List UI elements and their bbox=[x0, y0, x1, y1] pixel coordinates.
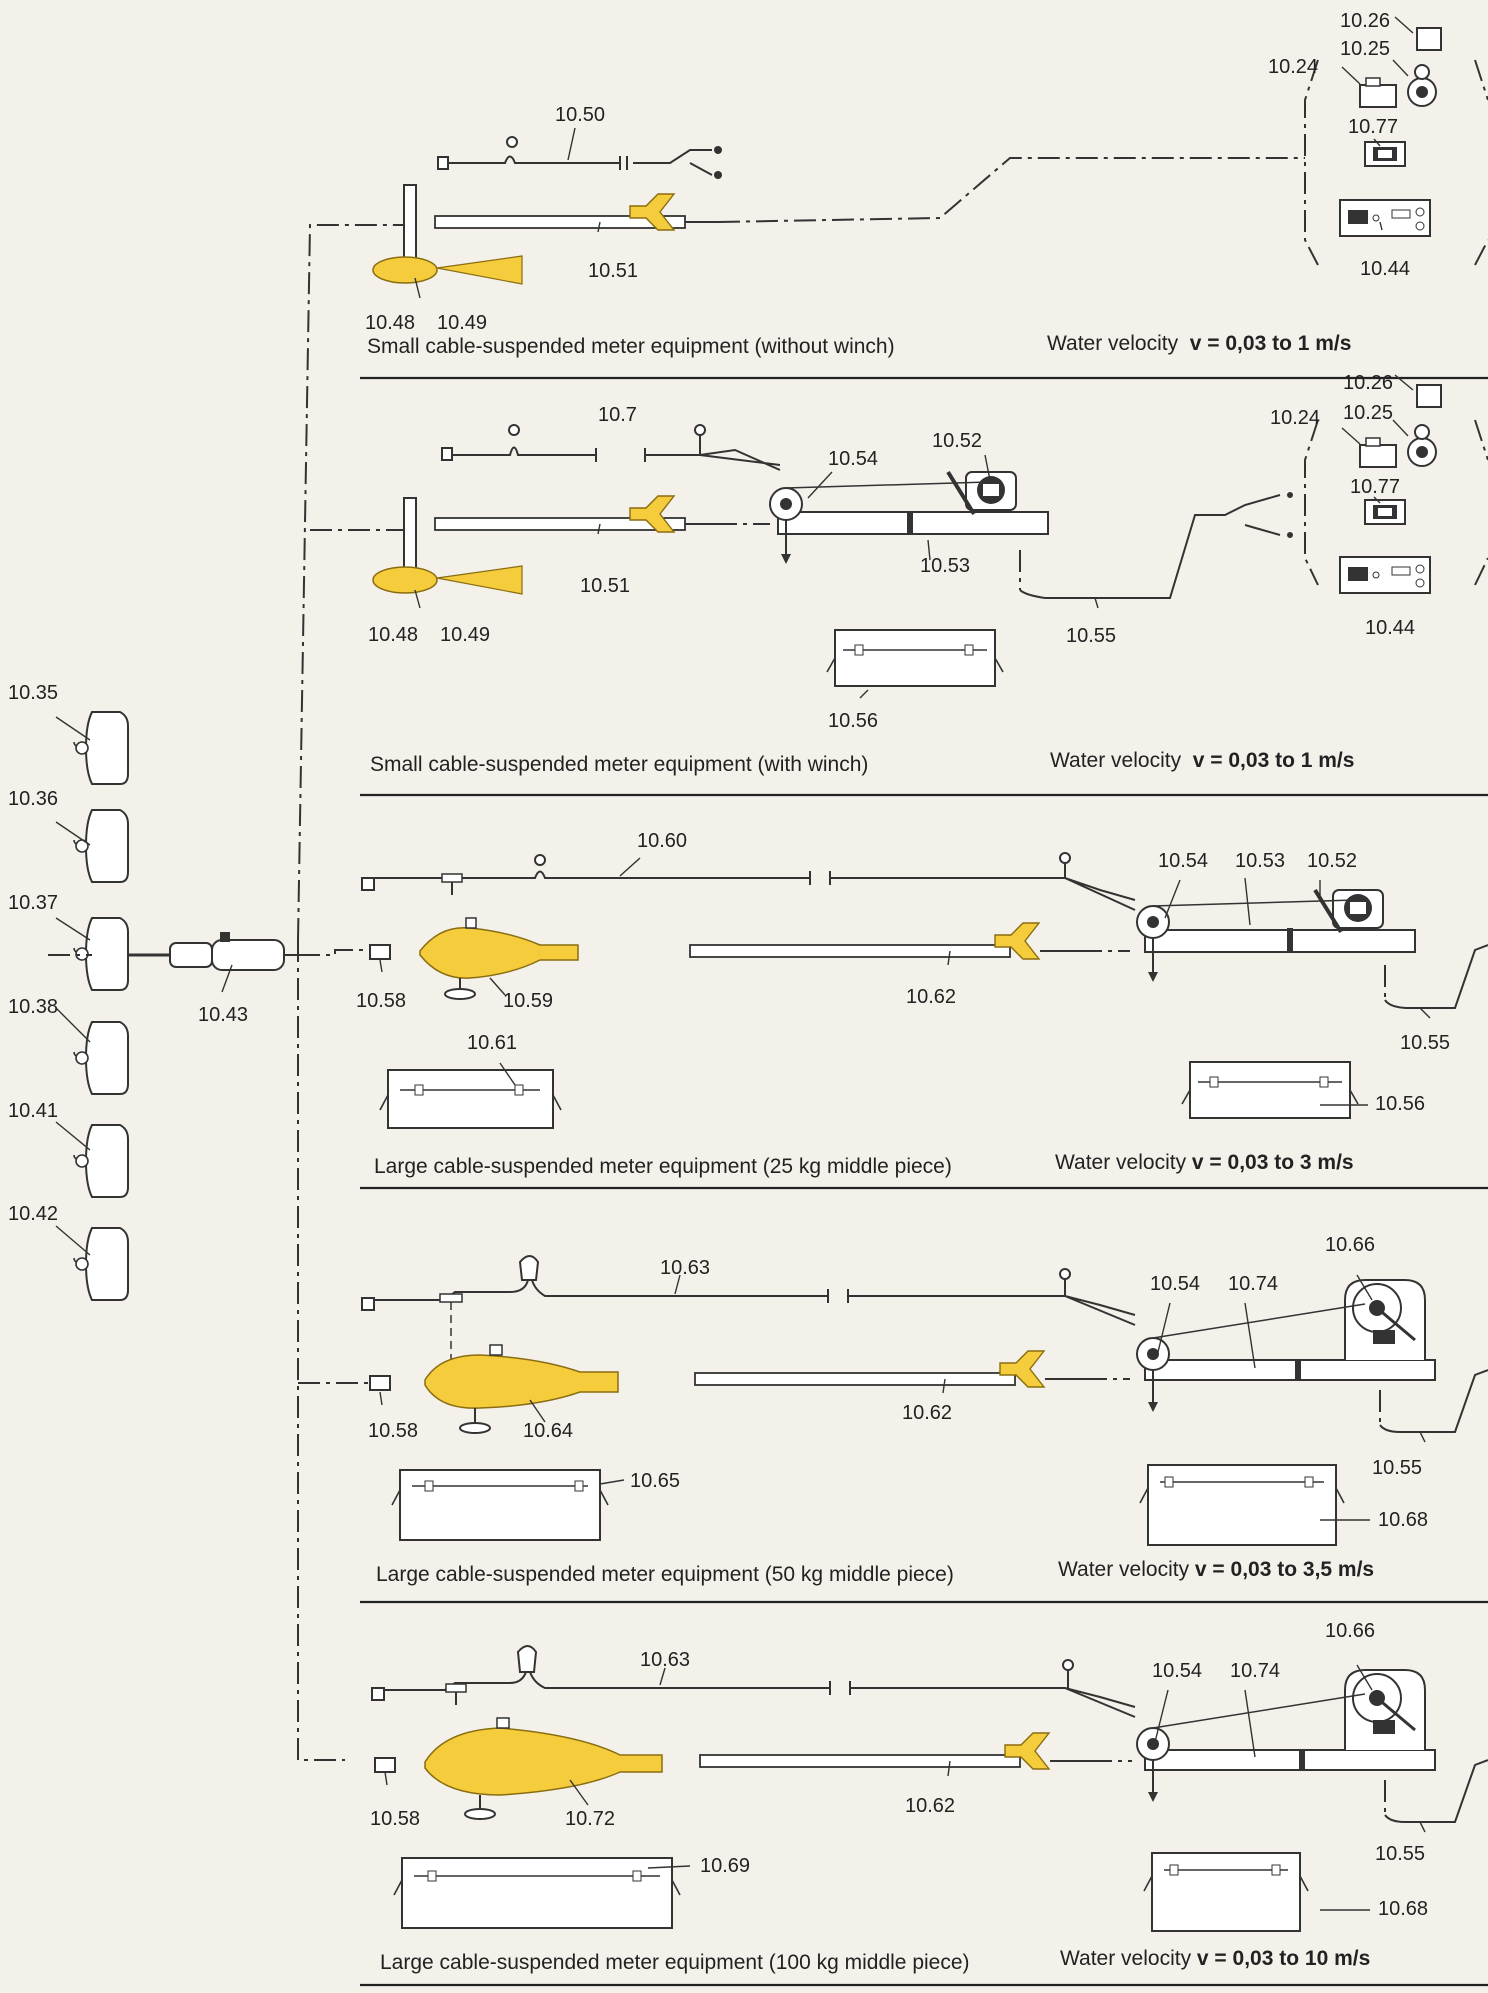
label-10-74: 10.74 bbox=[1228, 1273, 1279, 1295]
label-10-50: 10.50 bbox=[555, 104, 606, 126]
label-10-69: 10.69 bbox=[700, 1855, 751, 1877]
label-10-26: 10.26 bbox=[1343, 372, 1394, 394]
label-10-51: 10.51 bbox=[588, 260, 639, 282]
label-10-37: 10.37 bbox=[8, 892, 59, 914]
label-10-51: 10.51 bbox=[580, 575, 631, 597]
label-10-55: 10.55 bbox=[1375, 1843, 1426, 1865]
label-10-58: 10.58 bbox=[356, 990, 407, 1012]
label-10-48: 10.48 bbox=[365, 312, 416, 334]
label-10-53: 10.53 bbox=[1235, 850, 1286, 872]
section-1-velocity: Water velocity v = 0,03 to 1 m/s bbox=[1047, 332, 1352, 355]
section-2-drawing bbox=[372, 374, 1488, 699]
label-10-48: 10.48 bbox=[368, 624, 419, 646]
label-10-62: 10.62 bbox=[905, 1795, 956, 1817]
label-10-56: 10.56 bbox=[1375, 1093, 1426, 1115]
section-1-drawing bbox=[372, 16, 1488, 299]
label-10-54: 10.54 bbox=[1158, 850, 1209, 872]
label-10-77: 10.77 bbox=[1350, 476, 1401, 498]
branch-line-1 bbox=[297, 224, 405, 941]
label-10-36: 10.36 bbox=[8, 788, 59, 810]
label-10-25: 10.25 bbox=[1343, 402, 1394, 424]
label-10-52: 10.52 bbox=[932, 430, 983, 452]
current-meter-10-43 bbox=[128, 932, 298, 993]
label-10-62: 10.62 bbox=[906, 986, 957, 1008]
label-10-44: 10.44 bbox=[1360, 258, 1411, 280]
label-10-72: 10.72 bbox=[565, 1808, 616, 1830]
label-10-58: 10.58 bbox=[368, 1420, 419, 1442]
label-10-35: 10.35 bbox=[8, 682, 59, 704]
label-10-54: 10.54 bbox=[828, 448, 879, 470]
label-10-62: 10.62 bbox=[902, 1402, 953, 1424]
label-10-42: 10.42 bbox=[8, 1203, 59, 1225]
label-10-63: 10.63 bbox=[660, 1257, 711, 1279]
section-5-drawing bbox=[371, 1645, 1488, 1932]
label-10-38: 10.38 bbox=[8, 996, 59, 1018]
section-4-caption: Large cable-suspended meter equipment (5… bbox=[376, 1563, 954, 1586]
section-2-velocity: Water velocity v = 0,03 to 1 m/s bbox=[1050, 749, 1355, 772]
label-10-59: 10.59 bbox=[503, 990, 554, 1012]
label-10-52: 10.52 bbox=[1307, 850, 1358, 872]
label-10-66: 10.66 bbox=[1325, 1234, 1376, 1256]
section-2-caption: Small cable-suspended meter equipment (w… bbox=[370, 753, 869, 776]
label-10-77: 10.77 bbox=[1348, 116, 1399, 138]
label-10-24: 10.24 bbox=[1268, 56, 1319, 78]
section-3-drawing bbox=[361, 852, 1488, 1129]
label-10-58: 10.58 bbox=[370, 1808, 421, 1830]
label-10-26: 10.26 bbox=[1340, 10, 1391, 32]
label-10-68: 10.68 bbox=[1378, 1509, 1429, 1531]
label-10-55: 10.55 bbox=[1066, 625, 1117, 647]
section-4-drawing bbox=[361, 1255, 1488, 1546]
label-10-60: 10.60 bbox=[637, 830, 688, 852]
section-1-caption: Small cable-suspended meter equipment (w… bbox=[367, 335, 895, 358]
label-10-43: 10.43 bbox=[198, 1004, 249, 1026]
fin-10-36 bbox=[73, 809, 129, 883]
label-10-54: 10.54 bbox=[1150, 1273, 1201, 1295]
fin-10-38 bbox=[73, 1021, 129, 1095]
label-10-55: 10.55 bbox=[1372, 1457, 1423, 1479]
main-trunk-line bbox=[297, 940, 345, 1761]
section-5-velocity: Water velocity v = 0,03 to 10 m/s bbox=[1060, 1947, 1371, 1970]
branch-line-3 bbox=[298, 949, 370, 956]
label-10-49: 10.49 bbox=[437, 312, 488, 334]
section-5-caption: Large cable-suspended meter equipment (1… bbox=[380, 1951, 970, 1974]
label-10-41: 10.41 bbox=[8, 1100, 59, 1122]
label-10-66: 10.66 bbox=[1325, 1620, 1376, 1642]
section-4-velocity: Water velocity v = 0,03 to 3,5 m/s bbox=[1058, 1558, 1375, 1581]
label-10-44: 10.44 bbox=[1365, 617, 1416, 639]
label-10-68: 10.68 bbox=[1378, 1898, 1429, 1920]
fin-10-37 bbox=[73, 917, 129, 991]
section-3-caption: Large cable-suspended meter equipment (2… bbox=[374, 1155, 952, 1178]
label-10-56: 10.56 bbox=[828, 710, 879, 732]
label-10-49: 10.49 bbox=[440, 624, 491, 646]
section-3-velocity: Water velocity v = 0,03 to 3 m/s bbox=[1055, 1151, 1354, 1174]
label-10-65: 10.65 bbox=[630, 1470, 681, 1492]
label-10-54: 10.54 bbox=[1152, 1660, 1203, 1682]
label-10-24: 10.24 bbox=[1270, 407, 1321, 429]
label-10-61: 10.61 bbox=[467, 1032, 518, 1054]
label-10-7: 10.7 bbox=[598, 404, 637, 426]
fin-10-35 bbox=[73, 711, 129, 785]
label-10-25: 10.25 bbox=[1340, 38, 1391, 60]
fin-10-41 bbox=[73, 1124, 129, 1198]
fin-10-42 bbox=[73, 1227, 129, 1301]
label-10-74: 10.74 bbox=[1230, 1660, 1281, 1682]
label-10-53: 10.53 bbox=[920, 555, 971, 577]
label-10-63: 10.63 bbox=[640, 1649, 691, 1671]
label-10-64: 10.64 bbox=[523, 1420, 574, 1442]
label-10-55: 10.55 bbox=[1400, 1032, 1451, 1054]
